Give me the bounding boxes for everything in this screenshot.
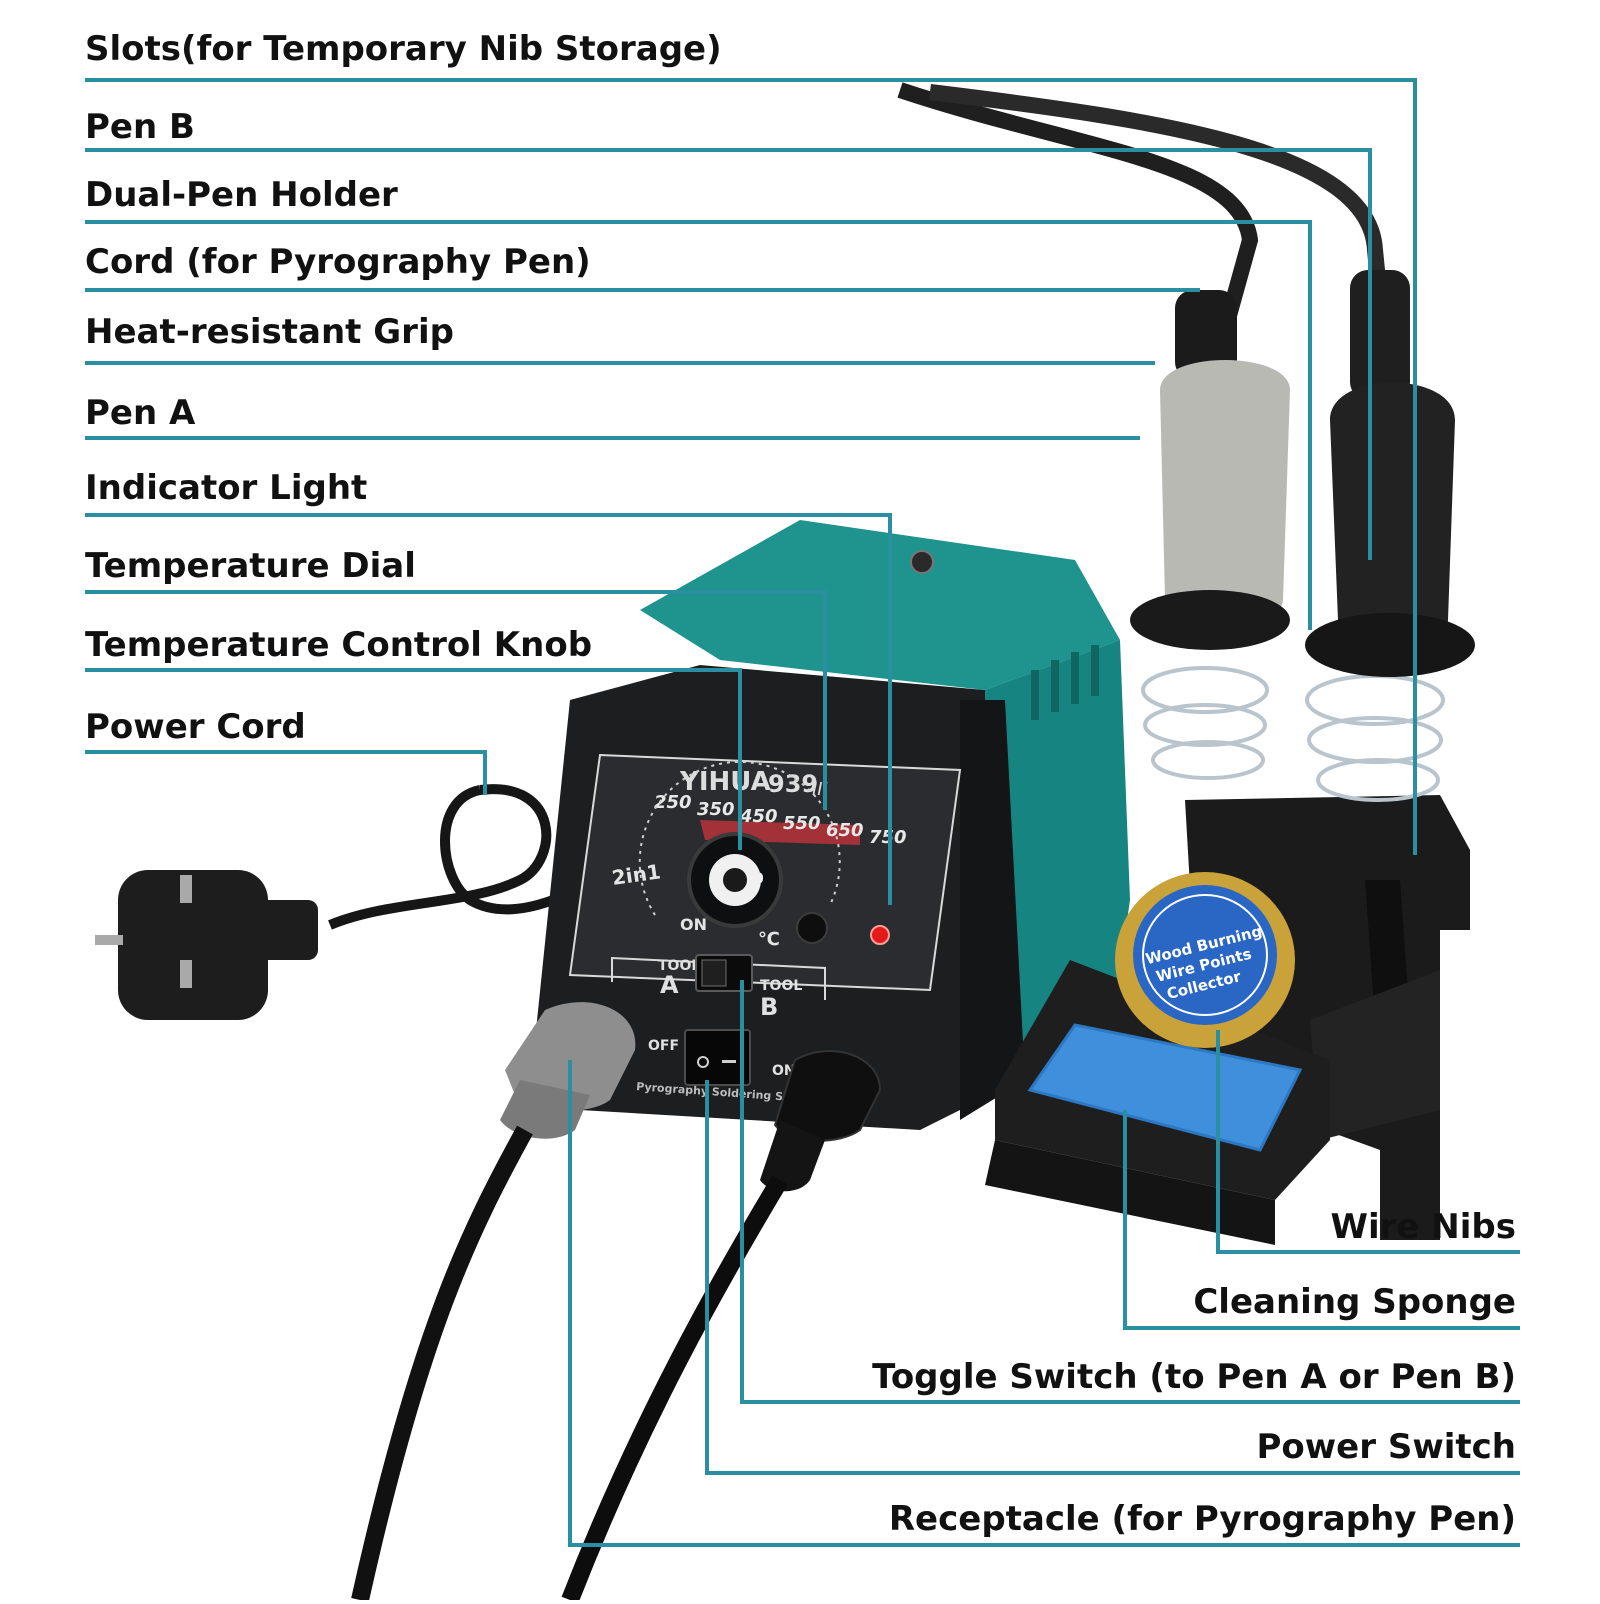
label-pen-a: Pen A bbox=[85, 393, 196, 433]
leader-dual-pen-holder bbox=[85, 220, 1312, 630]
tool-b-word: TOOL bbox=[760, 978, 802, 994]
receptacle-pen-a bbox=[500, 1002, 636, 1139]
leader-temperature-dial bbox=[85, 590, 827, 810]
toggle-switch[interactable] bbox=[695, 954, 753, 992]
label-cleaning-sponge: Cleaning Sponge bbox=[1193, 1282, 1516, 1322]
pen-b-front-cord bbox=[561, 1175, 788, 1604]
tool-a-letter: A bbox=[660, 971, 679, 999]
leader-wire-nibs bbox=[1216, 1030, 1520, 1254]
label-pen-b: Pen B bbox=[85, 107, 195, 147]
model-text: 939 bbox=[768, 770, 818, 798]
leader-toggle-switch bbox=[740, 980, 1520, 1404]
preset-button[interactable] bbox=[796, 912, 828, 944]
leader-lines bbox=[85, 78, 1520, 1547]
leader-indicator-light bbox=[85, 513, 892, 905]
cleaning-sponge bbox=[1027, 1023, 1303, 1152]
temperature-control-knob[interactable] bbox=[687, 832, 783, 928]
leader-receptacle bbox=[568, 1060, 1520, 1547]
tool-b-letter: B bbox=[760, 993, 778, 1021]
pen-b bbox=[1305, 270, 1475, 677]
on-arrow-label: ON bbox=[680, 915, 707, 934]
label-wire-nibs: Wire Nibs bbox=[1330, 1207, 1516, 1247]
pen-a bbox=[1130, 290, 1290, 650]
leader-slots bbox=[85, 78, 1417, 855]
label-slots: Slots(for Temporary Nib Storage) bbox=[85, 29, 722, 69]
temp-symbol: ℃ bbox=[758, 929, 780, 950]
dial-tick-label: 350 bbox=[697, 799, 735, 820]
dial-tick-label: 750 bbox=[869, 827, 907, 848]
label-power-cord: Power Cord bbox=[85, 707, 306, 747]
leader-pen-b bbox=[85, 148, 1372, 560]
pen-a-cord bbox=[897, 82, 1259, 333]
pen-b-cord bbox=[929, 84, 1388, 301]
indicator-light bbox=[870, 925, 890, 945]
label-temperature-dial: Temperature Dial bbox=[85, 546, 416, 586]
power-plug bbox=[95, 870, 318, 1020]
leader-temperature-control-knob bbox=[85, 668, 742, 850]
dial-tick-label: 650 bbox=[826, 820, 864, 841]
leader-power-switch bbox=[705, 1080, 1520, 1475]
label-dual-pen-holder: Dual-Pen Holder bbox=[85, 175, 398, 215]
wire-nibs-collector bbox=[1115, 872, 1295, 1048]
dial-tick-label: 250 bbox=[654, 792, 692, 813]
receptacle-pen-b bbox=[760, 1050, 882, 1192]
label-power-switch: Power Switch bbox=[1256, 1427, 1516, 1467]
pen-holder-springs bbox=[1141, 666, 1445, 802]
pen-a-front-cord bbox=[351, 1125, 533, 1602]
leader-power-cord bbox=[85, 750, 487, 795]
label-toggle-switch: Toggle Switch (to Pen A or Pen B) bbox=[872, 1357, 1516, 1397]
dial-tick-label: 450 bbox=[739, 806, 778, 827]
power-off-label: OFF bbox=[648, 1038, 679, 1054]
label-temperature-control-knob: Temperature Control Knob bbox=[85, 625, 593, 665]
brand-text: YIHUA bbox=[679, 767, 771, 797]
power-switch[interactable] bbox=[684, 1029, 751, 1086]
leader-cleaning-sponge bbox=[1123, 1110, 1520, 1330]
label-receptacle: Receptacle (for Pyrography Pen) bbox=[888, 1499, 1516, 1539]
label-indicator-light: Indicator Light bbox=[85, 468, 368, 508]
dial-tick-label: 550 bbox=[783, 813, 821, 834]
label-cord: Cord (for Pyrography Pen) bbox=[85, 242, 591, 282]
tool-a-word: TOOL bbox=[658, 958, 700, 974]
label-heat-resistant-grip: Heat-resistant Grip bbox=[85, 312, 454, 352]
